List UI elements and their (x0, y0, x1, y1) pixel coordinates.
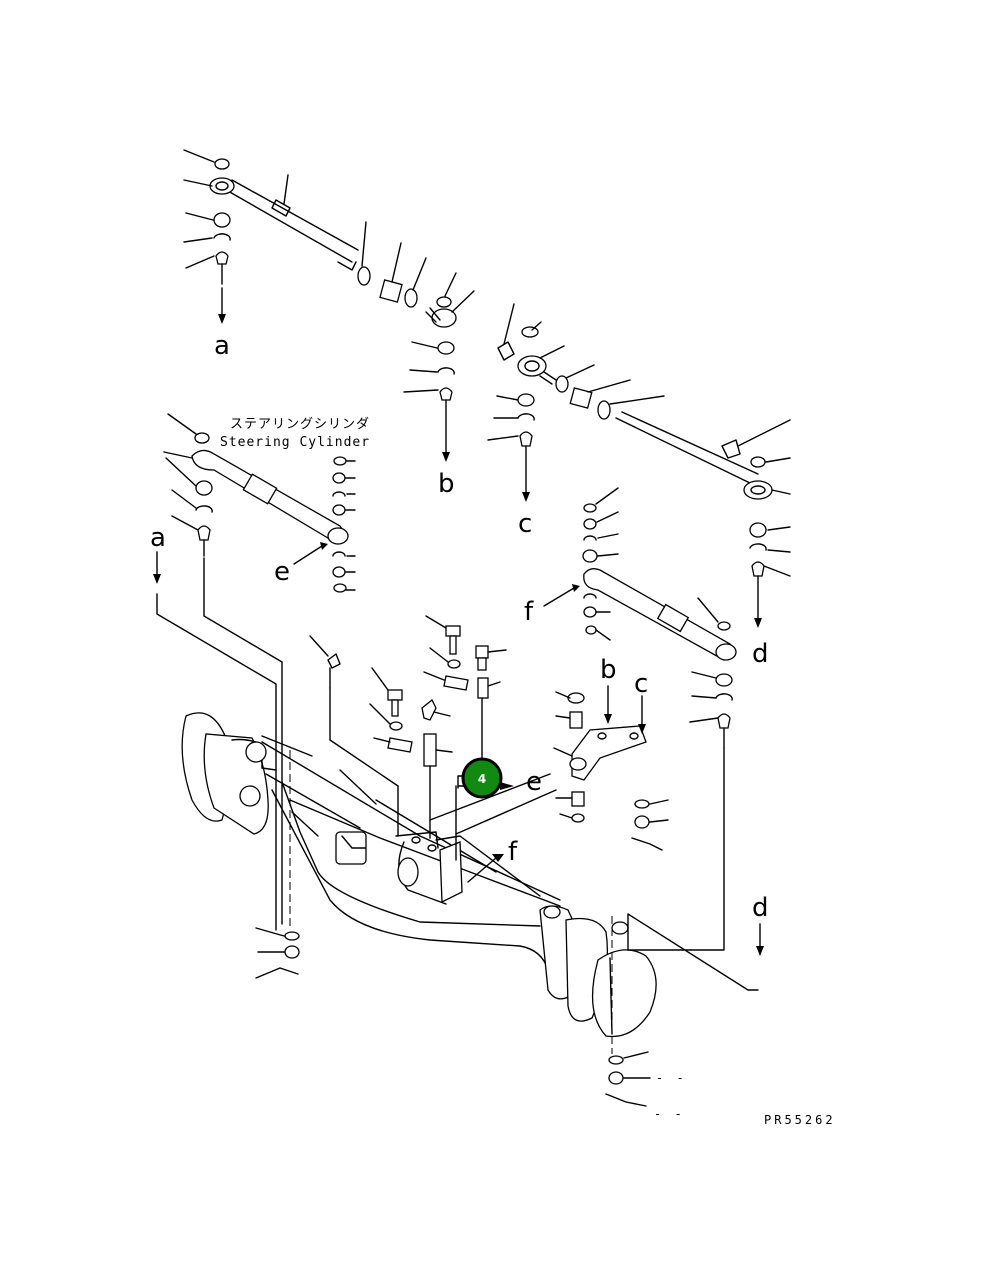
steering-cylinder-en-label: Steering Cylinder (220, 435, 370, 450)
connector-d-right: d (752, 639, 769, 669)
connector-b-top: b (438, 469, 455, 499)
connector-e-center: e (526, 767, 542, 797)
connector-f-center: f (508, 837, 518, 867)
callout-number: 4 (478, 772, 486, 786)
drawing-code: PR55262 (764, 1113, 836, 1127)
connector-e-left: e (274, 557, 290, 587)
connector-f-mid: f (524, 597, 534, 627)
steering-cylinder-right (543, 487, 737, 749)
axle-assembly (181, 712, 657, 1054)
connector-c-center: c (634, 669, 648, 699)
connector-b-center: b (600, 655, 617, 685)
connector-a-left: a (150, 523, 166, 553)
lower-left-fasteners (255, 927, 300, 979)
dash-mark-1: - - (656, 1071, 687, 1085)
lower-right-fasteners (605, 1051, 651, 1107)
steering-cylinder-jp-label: ステアリングシリンダ (230, 417, 370, 432)
connector-a-top: a (214, 331, 230, 361)
connector-d-lower: d (752, 893, 769, 923)
callout-4[interactable]: 4 (461, 757, 503, 799)
bellcrank (553, 685, 669, 851)
tie-rod-left (183, 149, 475, 328)
center-fasteners (309, 615, 507, 839)
connector-c-top: c (518, 509, 532, 539)
stack-c (487, 393, 535, 502)
tie-rod-right (497, 303, 791, 628)
steering-cylinder-left (163, 413, 356, 593)
dash-mark-2: - - (654, 1107, 685, 1121)
stack-b (403, 341, 455, 462)
